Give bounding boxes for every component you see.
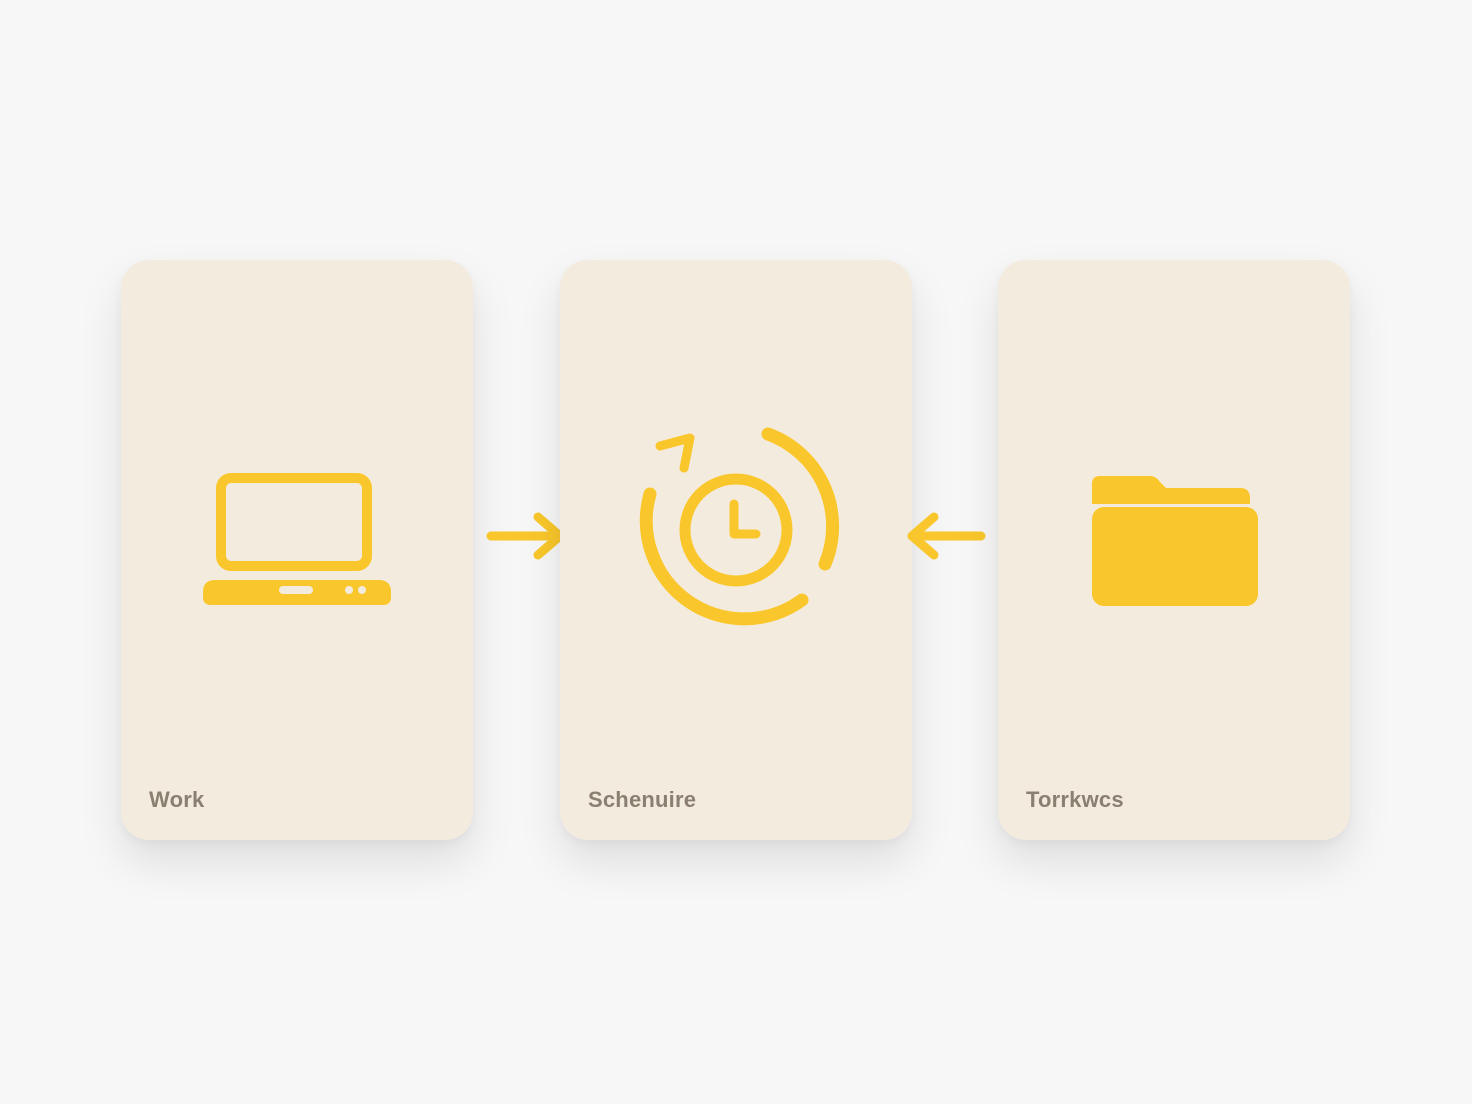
folder-icon (1092, 476, 1258, 606)
laptop-icon (203, 473, 391, 605)
arrow-left-icon (907, 512, 986, 560)
card-label-folder: Torrkwcs (1026, 787, 1124, 812)
clock-refresh-icon (639, 427, 840, 626)
card-label-work: Work (149, 787, 205, 812)
card-work[interactable]: Work (121, 260, 473, 840)
card-schedule[interactable]: Schenuire (560, 260, 912, 840)
card-folder[interactable]: Torrkwcs (998, 260, 1350, 840)
card-label-schedule: Schenuire (588, 787, 697, 812)
arrow-right-icon (486, 512, 565, 560)
